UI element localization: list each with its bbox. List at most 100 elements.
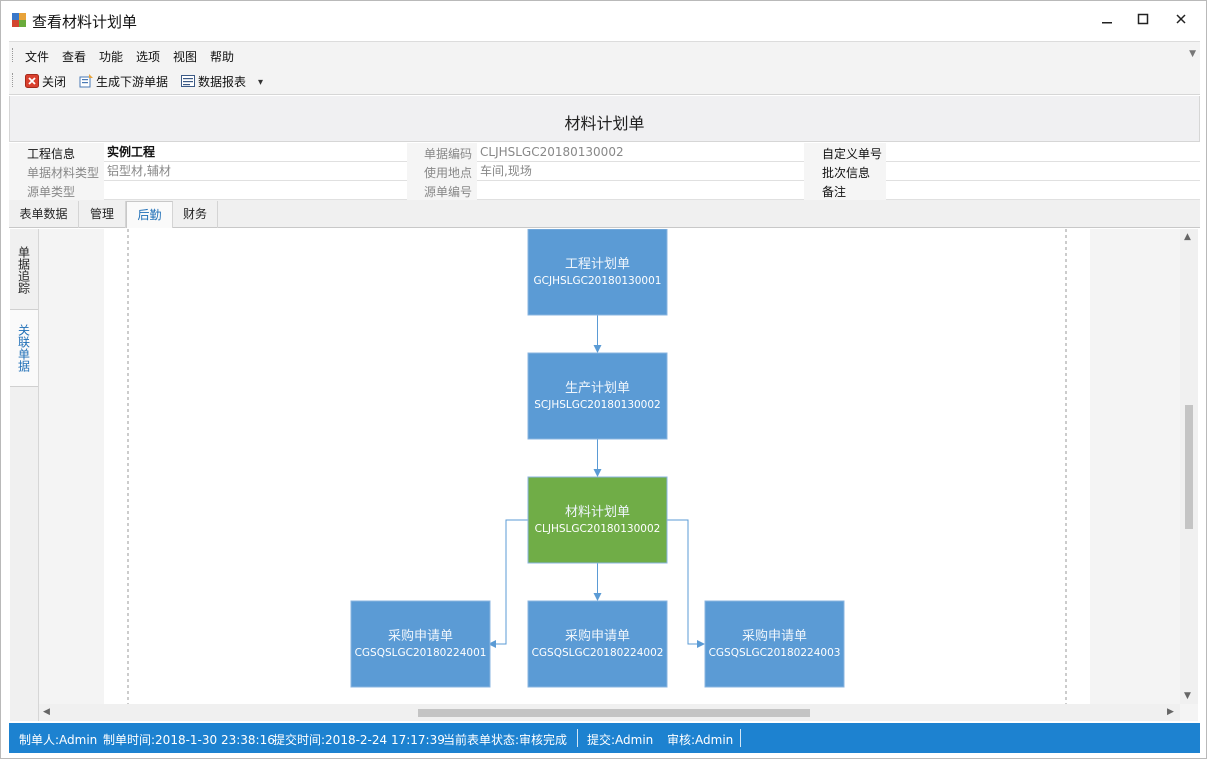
side-tabs: 单据追踪 关联单据 (10, 229, 39, 721)
project-field[interactable]: 实例工程 (104, 143, 407, 162)
vertical-scroll-thumb[interactable] (1185, 405, 1193, 529)
source-type-field[interactable] (104, 181, 407, 200)
generate-downstream-button[interactable]: 生成下游单据 (79, 72, 168, 90)
generate-downstream-label: 生成下游单据 (96, 74, 169, 89)
flow-node-title: 采购申请单 (565, 628, 630, 644)
location-field[interactable]: 车间,现场 (477, 162, 804, 181)
flow-node-code: CLJHSLGC20180130002 (535, 523, 661, 535)
label-bg (9, 143, 104, 162)
flow-node-n1 (527, 229, 668, 316)
menu-file[interactable]: 文件 (25, 50, 50, 64)
close-button[interactable]: 关闭 (25, 72, 66, 90)
code-label: 单据编码 (424, 147, 473, 161)
material-type-field[interactable]: 铝型材,辅材 (104, 162, 407, 181)
status-creator: 制单人:Admin (19, 733, 98, 747)
flow-edge-n3-n6 (667, 519, 705, 648)
flow-node-title: 材料计划单 (565, 505, 630, 520)
generate-doc-icon (79, 74, 93, 88)
data-report-button[interactable]: 数据报表 (181, 72, 246, 90)
close-window-button[interactable] (1163, 5, 1199, 35)
horizontal-scroll-thumb[interactable] (418, 709, 810, 717)
status-separator (577, 729, 578, 747)
toolbar-grip[interactable] (12, 73, 15, 87)
horizontal-scrollbar[interactable]: ◀ ▶ (39, 704, 1180, 721)
source-no-label: 源单编号 (424, 185, 473, 199)
flow-node-code: CGSQSLGC20180224002 (532, 647, 664, 659)
remark-field[interactable] (886, 181, 1200, 200)
label-bg (407, 143, 477, 162)
source-no-field[interactable] (477, 181, 804, 200)
flow-node-n4 (350, 600, 491, 688)
minimize-icon (1102, 22, 1112, 24)
flow-node-title: 采购申请单 (388, 628, 453, 644)
label-bg (407, 162, 477, 181)
menu-overflow-icon[interactable]: ▼ (1189, 49, 1196, 59)
batch-field[interactable] (886, 162, 1200, 181)
report-icon (181, 75, 195, 87)
material-type-label: 单据材料类型 (27, 166, 100, 180)
tab-logistics[interactable]: 后勤 (126, 201, 173, 228)
app-icon (12, 13, 26, 27)
menu-function[interactable]: 功能 (99, 50, 124, 64)
toolbar: 关闭 生成下游单据 数据报表 ▾ (9, 67, 1200, 95)
source-type-label: 源单类型 (27, 185, 76, 199)
project-label: 工程信息 (27, 147, 76, 161)
label-bg (804, 143, 886, 162)
menu-options[interactable]: 选项 (136, 50, 161, 64)
data-report-label: 数据报表 (198, 74, 247, 89)
header-form: 工程信息 实例工程 单据编码 CLJHSLGC20180130002 自定义单号… (9, 143, 1200, 200)
flow-node-code: SCJHSLGC20180130002 (534, 399, 660, 411)
status-auditor: 审核:Admin (667, 733, 734, 747)
menu-grip[interactable] (12, 48, 15, 62)
tab-form-data[interactable]: 表单数据 (9, 201, 79, 228)
maximize-button[interactable] (1125, 5, 1161, 35)
scroll-down-icon[interactable]: ▼ (1184, 691, 1191, 701)
close-doc-icon (25, 74, 39, 88)
label-bg (804, 162, 886, 181)
menu-bar: 文件 查看 功能 选项 视图 帮助 ▼ (9, 41, 1200, 67)
side-tab-tracking[interactable]: 单据追踪 (10, 233, 38, 307)
custom-no-label: 自定义单号 (822, 147, 883, 161)
window-title: 查看材料计划单 (32, 13, 138, 31)
form-row-2: 单据材料类型 铝型材,辅材 使用地点 车间,现场 批次信息 (9, 162, 1200, 181)
minimize-button[interactable] (1089, 5, 1125, 35)
custom-no-field[interactable] (886, 143, 1200, 162)
main-tabs: 表单数据 管理 后勤 财务 (9, 200, 1200, 228)
scroll-right-icon[interactable]: ▶ (1167, 707, 1174, 717)
remark-label: 备注 (822, 185, 847, 199)
vertical-scrollbar[interactable]: ▲ ▼ (1180, 229, 1198, 704)
status-submit-time: 提交时间:2018-2-24 17:17:39 (273, 733, 445, 747)
tab-finance[interactable]: 财务 (173, 201, 218, 228)
tab-management[interactable]: 管理 (79, 201, 126, 228)
side-tab-related[interactable]: 关联单据 (10, 309, 38, 387)
status-separator (740, 729, 741, 747)
flow-node-n2 (527, 352, 668, 440)
flow-node-title: 工程计划单 (565, 257, 630, 272)
flow-diagram: 工程计划单GCJHSLGC20180130001生产计划单SCJHSLGC201… (127, 229, 1067, 704)
flow-node-n3 (527, 476, 668, 564)
scroll-left-icon[interactable]: ◀ (43, 707, 50, 717)
status-submitter: 提交:Admin (587, 733, 654, 747)
status-bar: 制单人:Admin 制单时间:2018-1-30 23:38:16 提交时间:2… (9, 723, 1200, 753)
title-bar: 查看材料计划单 (1, 1, 1206, 39)
close-button-label: 关闭 (42, 74, 67, 89)
flow-edge-n3-n4 (488, 519, 528, 648)
menu-help[interactable]: 帮助 (210, 50, 235, 64)
menu-window[interactable]: 视图 (173, 50, 198, 64)
label-bg (9, 162, 104, 181)
form-row-1: 工程信息 实例工程 单据编码 CLJHSLGC20180130002 自定义单号 (9, 143, 1200, 162)
code-field[interactable]: CLJHSLGC20180130002 (477, 143, 804, 162)
flow-node-n6 (704, 600, 845, 688)
toolbar-overflow-icon[interactable]: ▾ (258, 77, 264, 88)
form-row-3: 源单类型 源单编号 备注 (9, 181, 1200, 200)
batch-label: 批次信息 (822, 166, 871, 180)
label-bg (407, 181, 477, 200)
flow-node-code: CGSQSLGC20180224001 (355, 647, 487, 659)
flow-node-n5 (527, 600, 668, 688)
status-state: 当前表单状态:审核完成 (443, 733, 568, 747)
menu-view[interactable]: 查看 (62, 50, 87, 64)
scroll-up-icon[interactable]: ▲ (1184, 232, 1191, 242)
flow-node-code: CGSQSLGC20180224003 (709, 647, 841, 659)
